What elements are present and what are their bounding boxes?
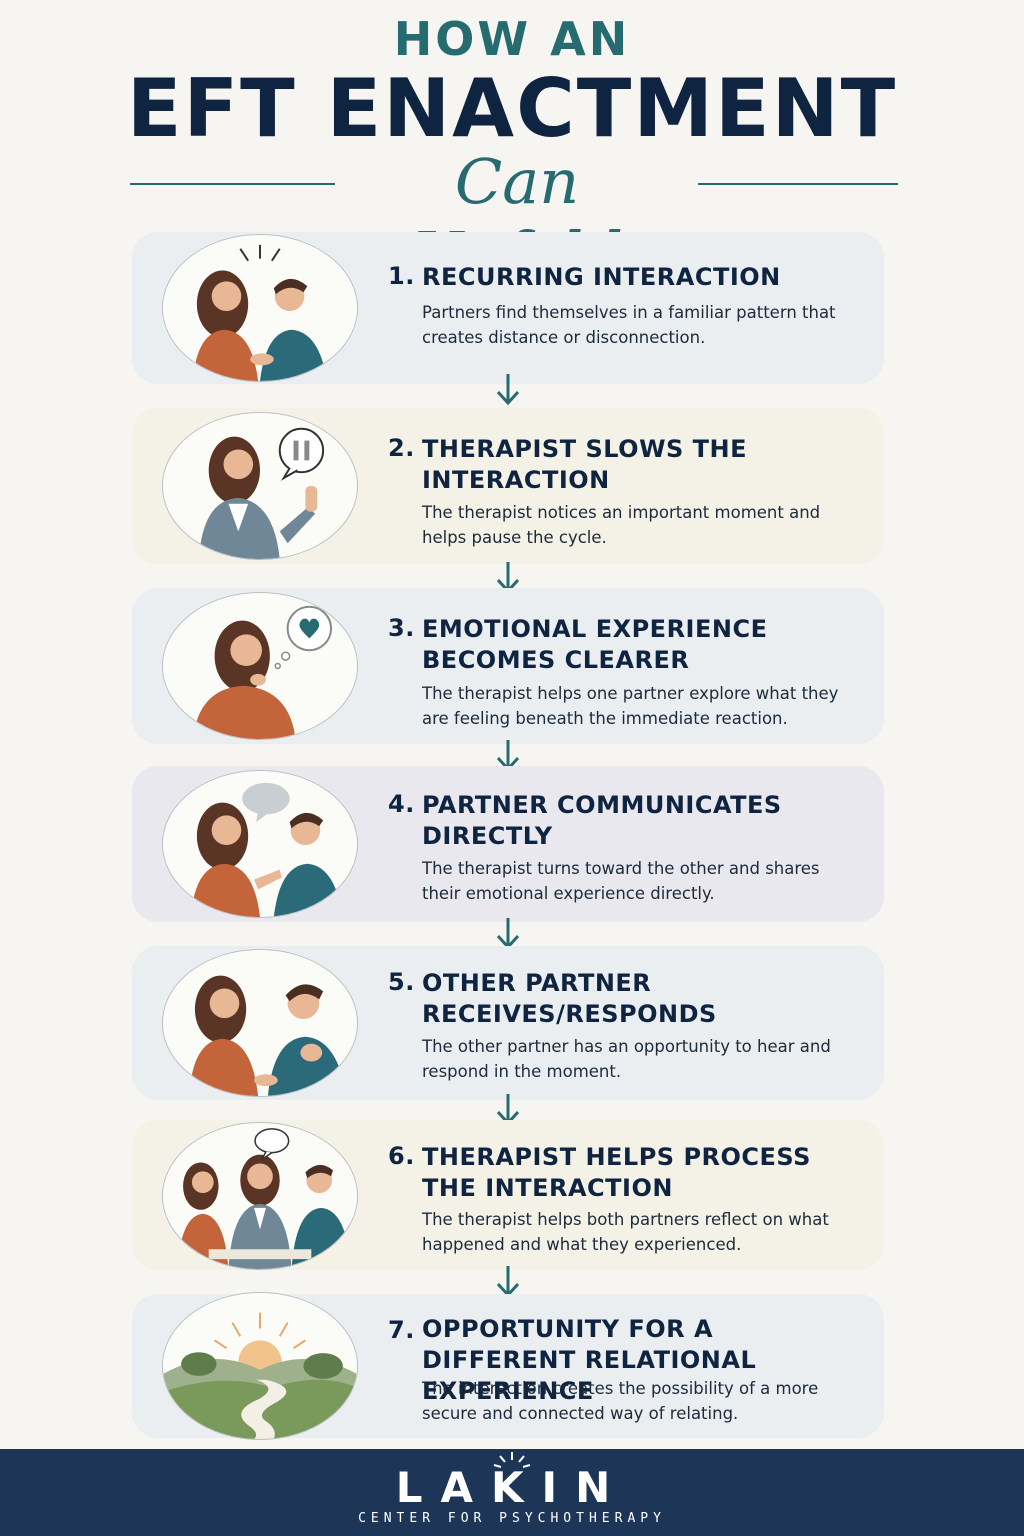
step-number: 1. bbox=[388, 262, 415, 290]
step-description: Partners find themselves in a familiar p… bbox=[422, 303, 836, 347]
brand-logo: LAKIN bbox=[395, 1463, 629, 1512]
step-description: The other partner has an opportunity to … bbox=[422, 1037, 831, 1081]
couple-listening-icon bbox=[162, 949, 358, 1097]
step-card-2: 2. THERAPIST SLOWS THE INTERACTION The t… bbox=[132, 408, 884, 564]
step-card-4: 4. PARTNER COMMUNICATES DIRECTLY The the… bbox=[132, 766, 884, 922]
step-number: 2. bbox=[388, 434, 415, 462]
step-card-7: 7. OPPORTUNITY FOR A DIFFERENT RELATIONA… bbox=[132, 1292, 884, 1440]
down-arrow-icon bbox=[496, 918, 520, 950]
step-number: 7. bbox=[388, 1316, 415, 1344]
divider-left bbox=[130, 183, 335, 185]
step-card-5: 5. OTHER PARTNER RECEIVES/RESPONDS The o… bbox=[132, 946, 884, 1100]
step-description: The therapist helps both partners reflec… bbox=[422, 1210, 829, 1254]
step-description: The interaction creates the possibility … bbox=[422, 1379, 819, 1423]
heart-thought-icon bbox=[162, 592, 358, 740]
step-title: THERAPIST HELPS PROCESS THE INTERACTION bbox=[422, 1143, 811, 1202]
brand-tagline: CENTER FOR PSYCHOTHERAPY bbox=[358, 1511, 666, 1526]
step-number: 3. bbox=[388, 614, 415, 642]
step-title: OPPORTUNITY FOR A DIFFERENT RELATIONAL E… bbox=[422, 1315, 757, 1405]
step-title: THERAPIST SLOWS THE INTERACTION bbox=[422, 435, 748, 494]
footer-bar: LAKIN CENTER FOR PSYCHOTHERAPY bbox=[0, 1449, 1024, 1536]
script-subtitle-row: Can Unfold bbox=[0, 145, 1024, 291]
step-description: The therapist turns toward the other and… bbox=[422, 859, 820, 903]
therapist-pause-icon bbox=[162, 412, 358, 560]
step-card-1: 1. RECURRING INTERACTION Partners find t… bbox=[132, 232, 884, 384]
step-description: The therapist helps one partner explore … bbox=[422, 684, 839, 728]
page-title: EFT ENACTMENT bbox=[126, 62, 898, 155]
step-number: 6. bbox=[388, 1142, 415, 1170]
step-card-6: 6. THERAPIST HELPS PROCESS THE INTERACTI… bbox=[132, 1120, 884, 1270]
page-header: HOW AN EFT ENACTMENT Can Unfold bbox=[0, 0, 1024, 291]
step-title: RECURRING INTERACTION bbox=[422, 263, 781, 291]
step-number: 5. bbox=[388, 968, 415, 996]
step-title: PARTNER COMMUNICATES DIRECTLY bbox=[422, 791, 782, 850]
speech-bubble-couple-icon bbox=[162, 770, 358, 918]
divider-right bbox=[698, 183, 898, 185]
step-card-3: 3. EMOTIONAL EXPERIENCE BECOMES CLEARER … bbox=[132, 588, 884, 744]
sunrise-path-icon bbox=[162, 1292, 358, 1440]
step-number: 4. bbox=[388, 790, 415, 818]
step-title: OTHER PARTNER RECEIVES/RESPONDS bbox=[422, 969, 717, 1028]
kicker-title: HOW AN bbox=[393, 12, 631, 66]
down-arrow-icon bbox=[496, 374, 520, 406]
step-description: The therapist notices an important momen… bbox=[422, 503, 821, 547]
sun-rays-icon bbox=[493, 1452, 531, 1468]
couple-facing-icon bbox=[162, 234, 358, 382]
three-people-icon bbox=[162, 1122, 358, 1270]
down-arrow-icon bbox=[496, 1266, 520, 1298]
step-title: EMOTIONAL EXPERIENCE BECOMES CLEARER bbox=[422, 615, 768, 674]
